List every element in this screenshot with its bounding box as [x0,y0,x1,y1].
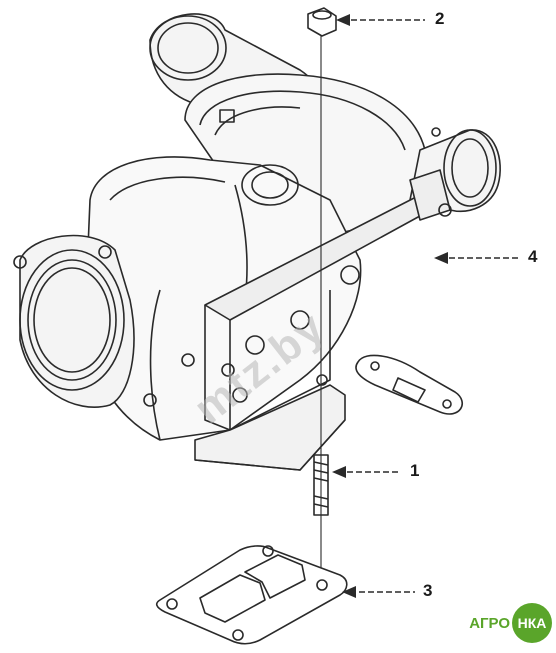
arrowhead-1 [332,466,346,478]
arrowhead-2 [336,14,350,26]
arrowhead-3 [342,586,356,598]
oil-gasket [355,354,463,415]
arrow-heads [332,14,448,598]
turbine-inlet-flange [194,374,346,471]
callout-2: 2 [435,9,445,28]
agronka-logo: АГРО НКА [469,603,552,643]
arrowhead-4 [434,252,448,264]
callout-3: 3 [423,581,433,600]
turbine-flange-gasket [155,545,348,645]
callout-1: 1 [410,461,420,480]
support-bracket [204,169,452,431]
nut [307,7,337,37]
logo-text: АГРО [469,614,510,632]
logo-badge: НКА [512,603,552,643]
turbine-outlet-flange [13,234,195,408]
leader-lines [338,19,520,593]
callout-4: 4 [528,247,538,266]
